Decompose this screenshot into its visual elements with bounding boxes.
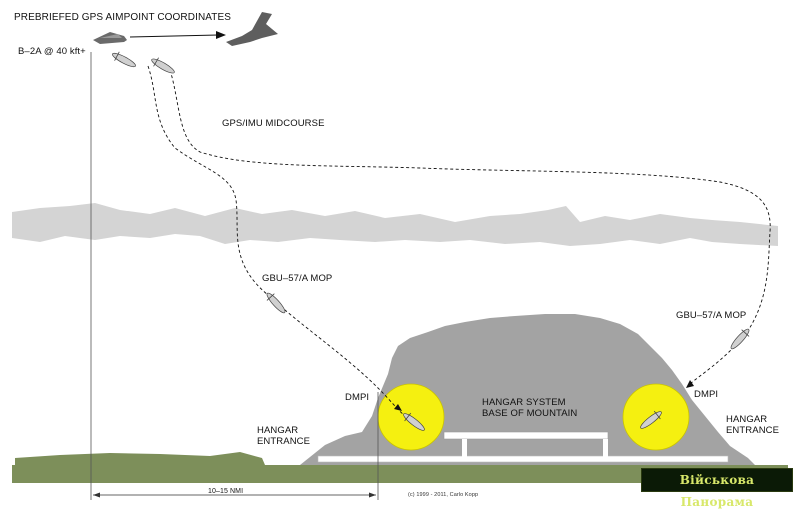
bomber-arrow: [129, 34, 219, 38]
platform-leg-right: [603, 439, 608, 457]
bomb-impact-right: [640, 410, 662, 429]
hangar-system-label: HANGAR SYSTEM BASE OF MOUNTAIN: [482, 397, 577, 419]
hangar-left-line1: HANGAR: [257, 425, 299, 436]
trajectory-left: [147, 65, 406, 417]
bomb-released-1: [112, 51, 136, 68]
hangar-platform: [443, 431, 609, 440]
midcourse-label: GPS/IMU MIDCOURSE: [222, 118, 325, 129]
hangar-left-line2: ENTRANCE: [257, 436, 311, 447]
hangar-entrance-left: HANGAR ENTRANCE: [257, 425, 310, 447]
bomb-mid-right: [730, 328, 750, 350]
bomber-side-highlight: [100, 34, 122, 38]
hangar-right-line2: ENTRANCE: [726, 425, 780, 436]
ground-hill: [15, 452, 265, 465]
hangar-entrance-right: HANGAR ENTRANCE: [726, 414, 779, 436]
bomber-arrow-head: [216, 31, 226, 39]
hangar-right-line1: HANGAR: [726, 414, 768, 425]
bomb-released-2: [151, 57, 175, 74]
dimension-arrow-right: [369, 492, 376, 498]
dimension-arrow-left: [93, 492, 100, 498]
hangar-system-line1: HANGAR SYSTEM: [482, 397, 566, 408]
weapon-left-label: GBU–57/A MOP: [262, 273, 333, 284]
watermark-logo: Військова Панорама: [641, 468, 793, 509]
cloud-layer: [12, 203, 778, 246]
bomb-impact-left: [403, 412, 425, 431]
platform-leg-left: [462, 439, 467, 457]
impact-arrow-right: [686, 380, 694, 388]
dmpi-right-label: DMPI: [694, 389, 719, 400]
title-label: PREBRIEFED GPS AIMPOINT COORDINATES: [14, 12, 232, 23]
distance-label: 10–15 NMI: [208, 488, 244, 495]
bomb-mid-left: [266, 292, 286, 314]
aircraft-label: B–2A @ 40 kft+: [18, 46, 86, 57]
hangar-floor: [317, 455, 729, 463]
weapon-right-label: GBU–57/A MOP: [676, 310, 747, 321]
dmpi-left-label: DMPI: [345, 392, 370, 403]
hangar-system-line2: BASE OF MOUNTAIN: [482, 408, 578, 419]
copyright-label: (c) 1999 - 2011, Carlo Kopp: [408, 492, 479, 498]
bomber-planform-icon: [226, 12, 278, 46]
impact-arrow-left: [394, 404, 402, 411]
ground: [12, 465, 788, 483]
mountain: [300, 314, 755, 465]
